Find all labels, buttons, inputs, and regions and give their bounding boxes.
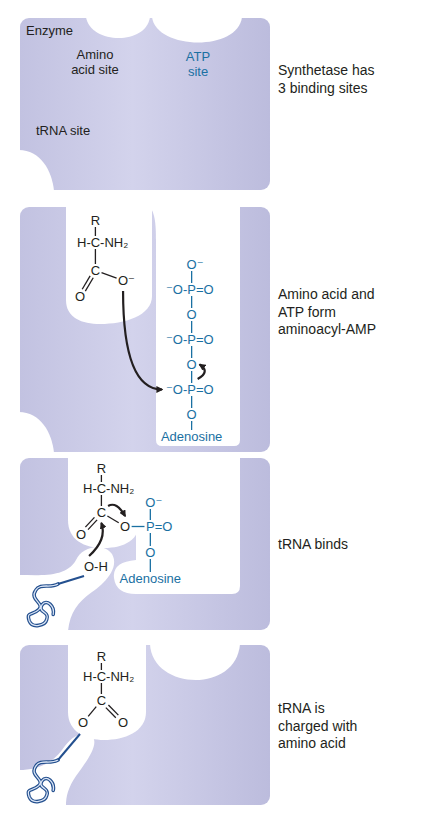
hydroxyl-label: O-H [84, 560, 108, 573]
chemical-bond [102, 273, 117, 278]
curved-arrow [198, 365, 205, 380]
phosphate-label: ⁻O-P=O [166, 383, 214, 396]
atom-label: O [78, 716, 88, 729]
chemical-bond [191, 271, 192, 283]
atom-label: C [91, 264, 100, 277]
chemical-bond [101, 475, 102, 482]
enzyme-label: Enzyme [26, 24, 73, 39]
chemical-bond [191, 396, 192, 408]
caption: Amino acid and ATP form aminoacyl-AMP [278, 286, 378, 339]
phosphate-label: ⁻O-P=O [166, 283, 214, 296]
atom-label: R [97, 462, 106, 475]
chemical-bond [191, 321, 192, 333]
atom-label: O [75, 290, 85, 303]
atom-label: O [118, 716, 128, 729]
atom-label: R [97, 650, 106, 663]
chemical-bond [106, 708, 116, 718]
chemical-bond [191, 421, 192, 430]
atom-label: H-C-NH₂ [83, 670, 134, 683]
chemical-bond [191, 296, 192, 308]
adenosine-label: Adenosine [120, 572, 181, 585]
atom-label: R [91, 214, 100, 227]
enzyme-shape [19, 457, 270, 631]
caption: tRNA binds [278, 536, 348, 554]
site-label: ATP site [178, 50, 218, 80]
atom-label: O [187, 408, 197, 421]
chemical-bond [88, 520, 97, 530]
site-label: Amino acid site [66, 48, 124, 78]
chemical-bond [95, 249, 96, 264]
chemical-bond [88, 707, 96, 717]
site-label: tRNA site [36, 124, 90, 139]
atom-label: O⁻ [145, 496, 162, 509]
mechanism-arrows [89, 291, 205, 556]
enzyme-shape [19, 644, 270, 806]
chemical-bond [150, 559, 151, 572]
chemical-bond [82, 276, 90, 289]
trna-molecule [28, 734, 80, 802]
phosphate-label: P=O [146, 520, 172, 533]
chemical-bond [101, 495, 102, 506]
atom-label: O [76, 528, 86, 541]
adenosine-label: Adenosine [161, 430, 222, 443]
chemical-bond [191, 346, 192, 358]
atom-label: O [145, 546, 155, 559]
chemical-bond [101, 683, 102, 694]
atom-label: O⁻ [187, 258, 204, 271]
caption: tRNA is charged with amino acid [278, 700, 368, 753]
chemical-bond [95, 227, 96, 236]
atom-label: C [97, 694, 106, 707]
chemical-bond [150, 533, 151, 546]
chemical-bond [101, 663, 102, 670]
chemical-bond [191, 371, 192, 383]
trna-molecule [28, 576, 84, 626]
curved-arrow [123, 291, 162, 390]
phosphate-label: ⁻O-P=O [166, 333, 214, 346]
chemical-bond [85, 278, 93, 291]
atom-label: C [97, 506, 106, 519]
chemical-bond [132, 526, 145, 527]
atom-label: O [120, 520, 130, 533]
atom-label: H-C-NH₂ [77, 236, 128, 249]
chemical-bond [85, 517, 94, 527]
caption: Synthetase has 3 binding sites [278, 62, 382, 97]
chemical-bond [107, 516, 118, 523]
chemical-bond [108, 705, 118, 715]
curved-arrow [108, 505, 125, 516]
bond-lines [82, 227, 191, 718]
atom-label: H-C-NH₂ [83, 482, 134, 495]
curved-arrow [89, 523, 103, 556]
enzyme-shape [19, 206, 270, 453]
chemical-bond [150, 509, 151, 520]
atom-label: O [187, 358, 197, 371]
atom-label: O⁻ [118, 274, 135, 287]
enzyme-shape [19, 17, 270, 191]
atom-label: O [187, 308, 197, 321]
